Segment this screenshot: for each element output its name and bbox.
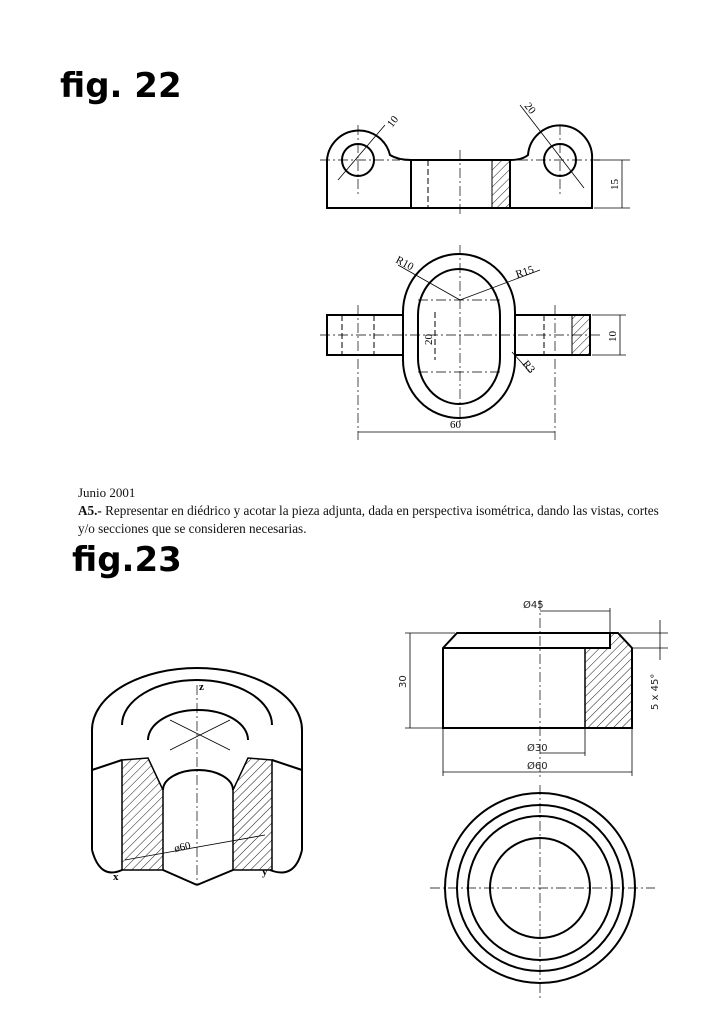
fig22-plan-view: R10 R15 20 10 R3 60 xyxy=(320,245,626,440)
fig-22-label: fig. 22 xyxy=(60,66,182,106)
task-text: Representar en diédrico y acotar la piez… xyxy=(78,503,659,536)
dim-d60: Ø60 xyxy=(527,760,548,772)
dim-height: 15 xyxy=(609,179,621,191)
axis-z-label: z xyxy=(199,681,204,693)
fig22-front-view: 10 20 15 xyxy=(320,100,630,215)
axis-x-label: x xyxy=(113,871,119,883)
exam-statement: Junio 2001 A5.- Representar en diédrico … xyxy=(78,484,678,538)
exam-date: Junio 2001 xyxy=(78,485,136,500)
dim-lug-thick: 10 xyxy=(607,331,619,343)
fig23-isometric: z x y ø60 xyxy=(91,667,303,886)
dim-slot: 20 xyxy=(423,334,435,346)
fig-23-label: fig.23 xyxy=(72,540,182,580)
dim-length: 60 xyxy=(450,419,462,431)
fig23-section-view: Ø45 30 5 x 45° Ø30 Ø60 xyxy=(398,599,668,780)
dim-d45: Ø45 xyxy=(523,599,544,611)
dim-r3: R3 xyxy=(520,358,538,376)
dim-hole-dia: 10 xyxy=(385,113,402,129)
dim-r10: R10 xyxy=(394,254,416,273)
dim-chamfer: 5 x 45° xyxy=(650,674,661,710)
dim-r15: R15 xyxy=(514,264,536,281)
fig23-plan-view xyxy=(430,785,655,1000)
dim-lug-dia: 20 xyxy=(522,100,539,116)
dim-h30: 30 xyxy=(398,675,409,688)
task-number: A5.- xyxy=(78,503,102,518)
dim-d30: Ø30 xyxy=(527,742,548,754)
exam-task: A5.- Representar en diédrico y acotar la… xyxy=(78,502,678,538)
axis-y-label: y xyxy=(262,866,268,878)
iso-dim-d60: ø60 xyxy=(173,840,192,855)
